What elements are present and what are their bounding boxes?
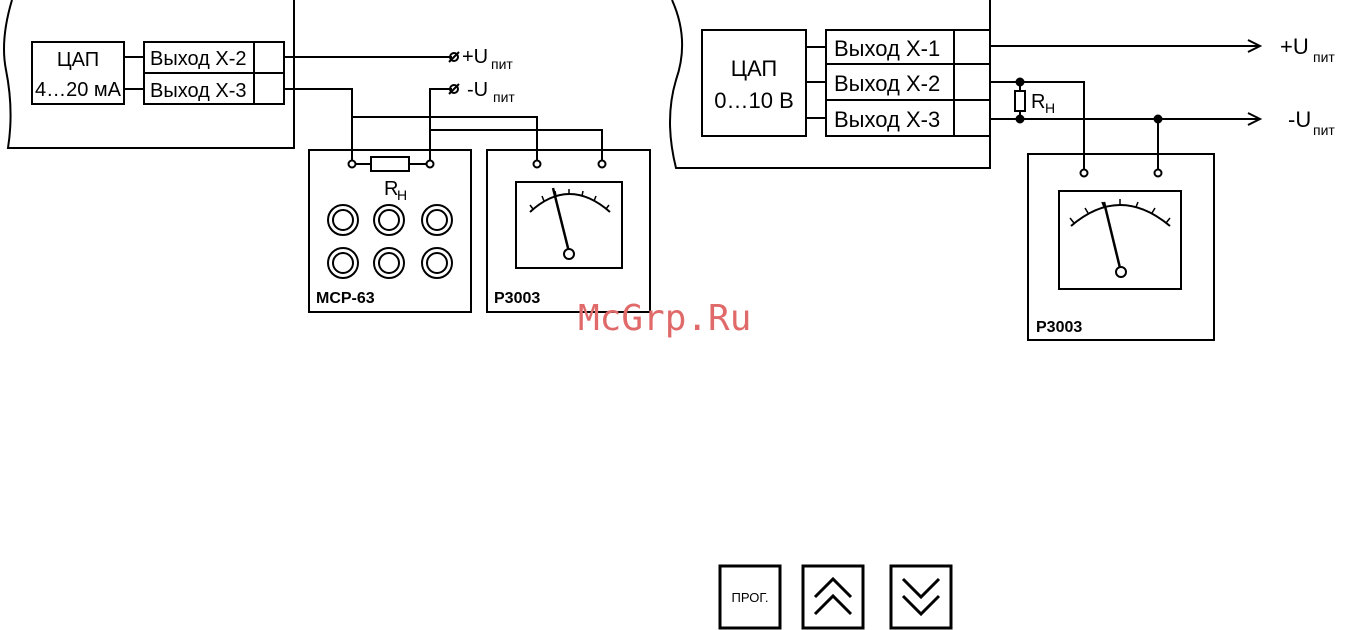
left-supply-minus-label: -U bbox=[467, 79, 488, 101]
right-load-resistor bbox=[1015, 91, 1025, 111]
right-meter-needle bbox=[1104, 202, 1120, 268]
left-supply-plus-subscript: пит bbox=[491, 56, 513, 72]
right-meter-box bbox=[1028, 154, 1214, 340]
left-output-x2-label: Выход X-2 bbox=[150, 48, 247, 70]
watermark: McGrp.Ru bbox=[578, 298, 751, 339]
right-resistor-label: R bbox=[1031, 91, 1045, 113]
left-load-resistor bbox=[371, 157, 409, 171]
left-supply-minus-terminal bbox=[449, 84, 459, 94]
right-dac-label-1: ЦАП bbox=[731, 56, 778, 81]
left-meter-label: Р3003 bbox=[494, 290, 540, 307]
left-supply-minus-subscript: пит bbox=[493, 89, 515, 105]
right-dac-box bbox=[702, 30, 806, 136]
left-output-x3-label: Выход X-3 bbox=[150, 80, 247, 102]
right-meter-label: Р3003 bbox=[1036, 319, 1082, 336]
right-supply-plus-subscript: пит bbox=[1313, 49, 1335, 65]
resistor-box-knobs bbox=[328, 205, 452, 278]
left-dac-label-2: 4…20 мА bbox=[35, 79, 122, 101]
right-supply-plus-label: +U bbox=[1280, 34, 1309, 59]
double-chevron-up-icon bbox=[815, 579, 851, 614]
right-supply-minus-label: -U bbox=[1288, 107, 1311, 132]
right-output-x1-label: Выход X-1 bbox=[834, 36, 940, 61]
right-output-x2-label: Выход X-2 bbox=[834, 71, 940, 96]
right-resistor-subscript: Н bbox=[1045, 100, 1055, 116]
right-supply-minus-subscript: пит bbox=[1313, 122, 1335, 138]
resistor-box-label: МСР-63 bbox=[316, 290, 375, 307]
left-dac-label-1: ЦАП bbox=[57, 49, 99, 71]
double-chevron-down-icon bbox=[903, 579, 939, 614]
left-resistor-subscript: Н bbox=[397, 187, 407, 203]
right-dac-label-2: 0…10 В bbox=[714, 88, 794, 113]
right-output-x3-label: Выход X-3 bbox=[834, 107, 940, 132]
left-supply-plus-terminal bbox=[449, 52, 459, 62]
left-meter-needle bbox=[553, 188, 569, 252]
prog-key-label: ПРОГ. bbox=[732, 590, 769, 605]
left-meter-box bbox=[487, 150, 650, 312]
right-device-panel bbox=[670, 0, 990, 168]
left-supply-plus-label: +U bbox=[462, 46, 488, 68]
